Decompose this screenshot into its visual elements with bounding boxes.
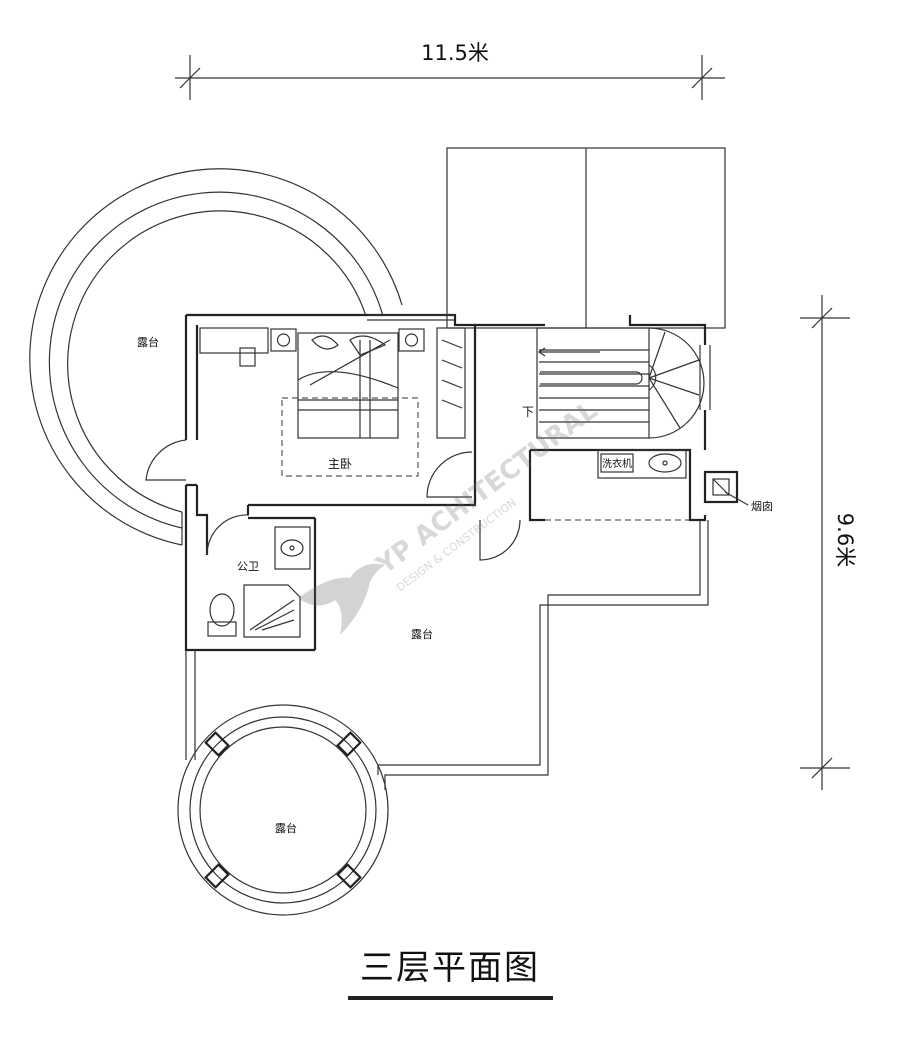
bed [281,332,419,477]
label-stair-down: 下 [522,405,534,419]
label-washer: 洗衣机 [602,457,632,470]
label-chimney: 烟囱 [751,499,773,513]
staircase [536,327,705,439]
width-dimension-label: 11.5米 [421,41,489,65]
laundry-fixtures [597,449,687,479]
watermark-brand: YP ACHITECTURAL [370,396,603,582]
width-dimension: 11.5米 [175,41,725,100]
depth-dimension-label: 9.6米 [833,513,857,567]
depth-dimension: 9.6米 [800,295,857,790]
label-terrace-round: 露台 [275,821,297,835]
terrace-left-arcs [29,168,403,546]
watermark-bird-icon [298,563,385,635]
plan-title: 三层平面图 [360,948,540,988]
roof-panels [446,147,726,329]
label-master-bedroom: 主卧 [328,457,352,471]
title-underline [348,996,553,1000]
label-public-bathroom: 公卫 [237,560,259,573]
public-bathroom-fixtures [207,516,317,650]
label-terrace-left: 露台 [137,335,159,349]
terrace-outline [185,520,709,790]
nightstands [270,328,425,352]
watermark: YP ACHITECTURAL DESIGN & CONSTRUCTION [298,396,603,635]
label-terrace-center: 露台 [411,627,433,641]
chimney [703,470,749,506]
terrace-round [177,704,389,916]
doors [145,439,521,561]
master-bedroom-walls [184,313,477,652]
